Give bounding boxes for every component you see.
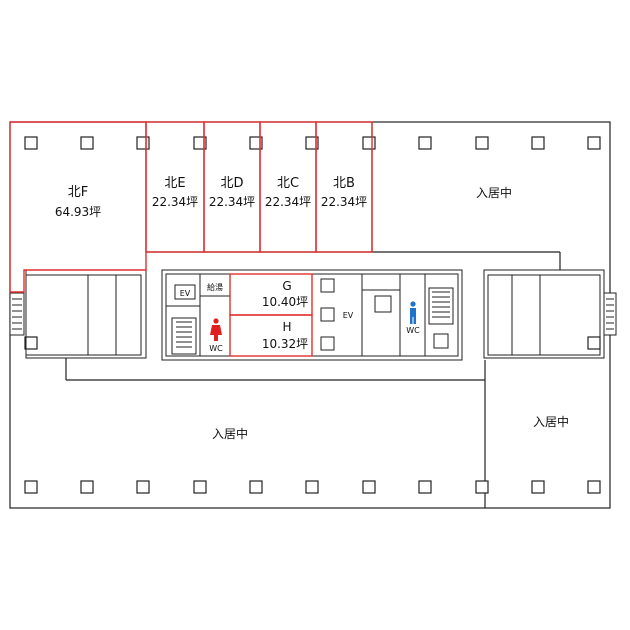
column-9 bbox=[475, 136, 489, 150]
unit-h-name: H bbox=[282, 320, 291, 334]
occupied-north-east-label: 入居中 bbox=[476, 185, 512, 200]
column-4 bbox=[193, 136, 207, 150]
column-5 bbox=[249, 136, 263, 150]
labels: 北F 64.93坪 北E 22.34坪 北D 22.34坪 北C 22.34坪 … bbox=[55, 176, 569, 441]
unit-north-d-area: 22.34坪 bbox=[209, 195, 255, 209]
unit-north-b-name: 北B bbox=[333, 176, 355, 191]
unit-north-d-name: 北D bbox=[220, 176, 243, 191]
column-24 bbox=[587, 336, 601, 350]
ev-box-label: EV bbox=[180, 289, 191, 298]
column-8 bbox=[418, 136, 432, 150]
unit-north-c-name: 北C bbox=[277, 176, 299, 191]
column-3 bbox=[136, 136, 150, 150]
column-19 bbox=[418, 480, 432, 494]
kyuto-label: 給湯 bbox=[207, 282, 223, 292]
column-1 bbox=[24, 136, 38, 150]
occupied-south-west-label: 入居中 bbox=[212, 426, 248, 441]
column-22 bbox=[587, 480, 601, 494]
unit-north-e-area: 22.34坪 bbox=[152, 195, 198, 209]
wc-men-icon bbox=[410, 301, 416, 324]
wc-women-label: WC bbox=[209, 344, 223, 353]
unit-north-b-outline bbox=[315, 121, 373, 253]
column-6 bbox=[305, 136, 319, 150]
column-15 bbox=[193, 480, 207, 494]
wc-women-icon bbox=[210, 318, 222, 341]
unit-north-c-area: 22.34坪 bbox=[265, 195, 311, 209]
unit-north-f-area: 64.93坪 bbox=[55, 205, 101, 219]
column-7 bbox=[362, 136, 376, 150]
occupied-south-east-label: 入居中 bbox=[533, 414, 569, 429]
column-12 bbox=[24, 480, 38, 494]
unit-north-f-name: 北F bbox=[68, 185, 88, 200]
column-16 bbox=[249, 480, 263, 494]
column-2 bbox=[80, 136, 94, 150]
column-17 bbox=[305, 480, 319, 494]
unit-north-b-area: 22.34坪 bbox=[321, 195, 367, 209]
core-structures bbox=[9, 269, 617, 361]
unit-north-e-name: 北E bbox=[164, 176, 185, 191]
unit-g-name: G bbox=[282, 279, 291, 293]
column-23 bbox=[24, 336, 38, 350]
column-11 bbox=[587, 136, 601, 150]
unit-h-outline bbox=[229, 314, 313, 357]
columns bbox=[24, 136, 601, 494]
column-21 bbox=[531, 480, 545, 494]
unit-h-area: 10.32坪 bbox=[262, 337, 308, 351]
unit-g-area: 10.40坪 bbox=[262, 295, 308, 309]
vacant-units bbox=[9, 121, 373, 357]
column-13 bbox=[80, 480, 94, 494]
column-20 bbox=[475, 480, 489, 494]
ev-hall-label: EV bbox=[343, 311, 354, 320]
column-18 bbox=[362, 480, 376, 494]
column-10 bbox=[531, 136, 545, 150]
wc-men-label: WC bbox=[406, 326, 420, 335]
column-14 bbox=[136, 480, 150, 494]
